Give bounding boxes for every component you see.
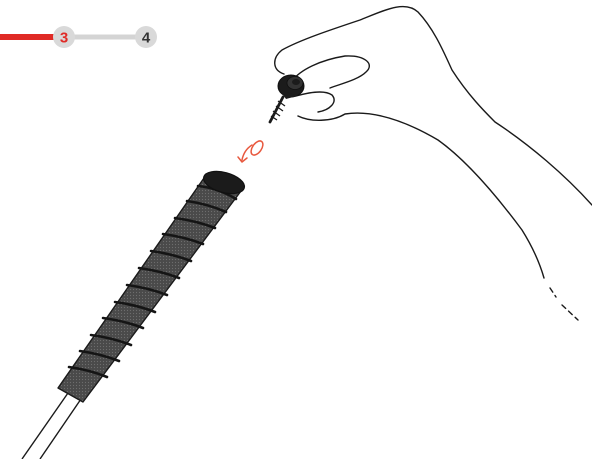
step-3-marker: 3	[53, 26, 75, 48]
grip-butt-end	[202, 170, 246, 195]
step-4-marker: 4	[135, 26, 157, 48]
golf-grip	[57, 170, 246, 403]
step-indicator: 3 4	[0, 26, 157, 48]
hand-outline	[274, 5, 592, 321]
grip-wrap-bands	[67, 184, 238, 379]
end-cap-plug	[277, 74, 305, 99]
step-3-label: 3	[60, 30, 68, 47]
step-3-bubble	[53, 26, 75, 48]
step-4-label: 4	[142, 30, 151, 47]
rotation-arrow-icon	[237, 140, 264, 163]
screw	[268, 95, 286, 124]
step-4-bubble	[135, 26, 157, 48]
club-shaft	[21, 392, 82, 459]
